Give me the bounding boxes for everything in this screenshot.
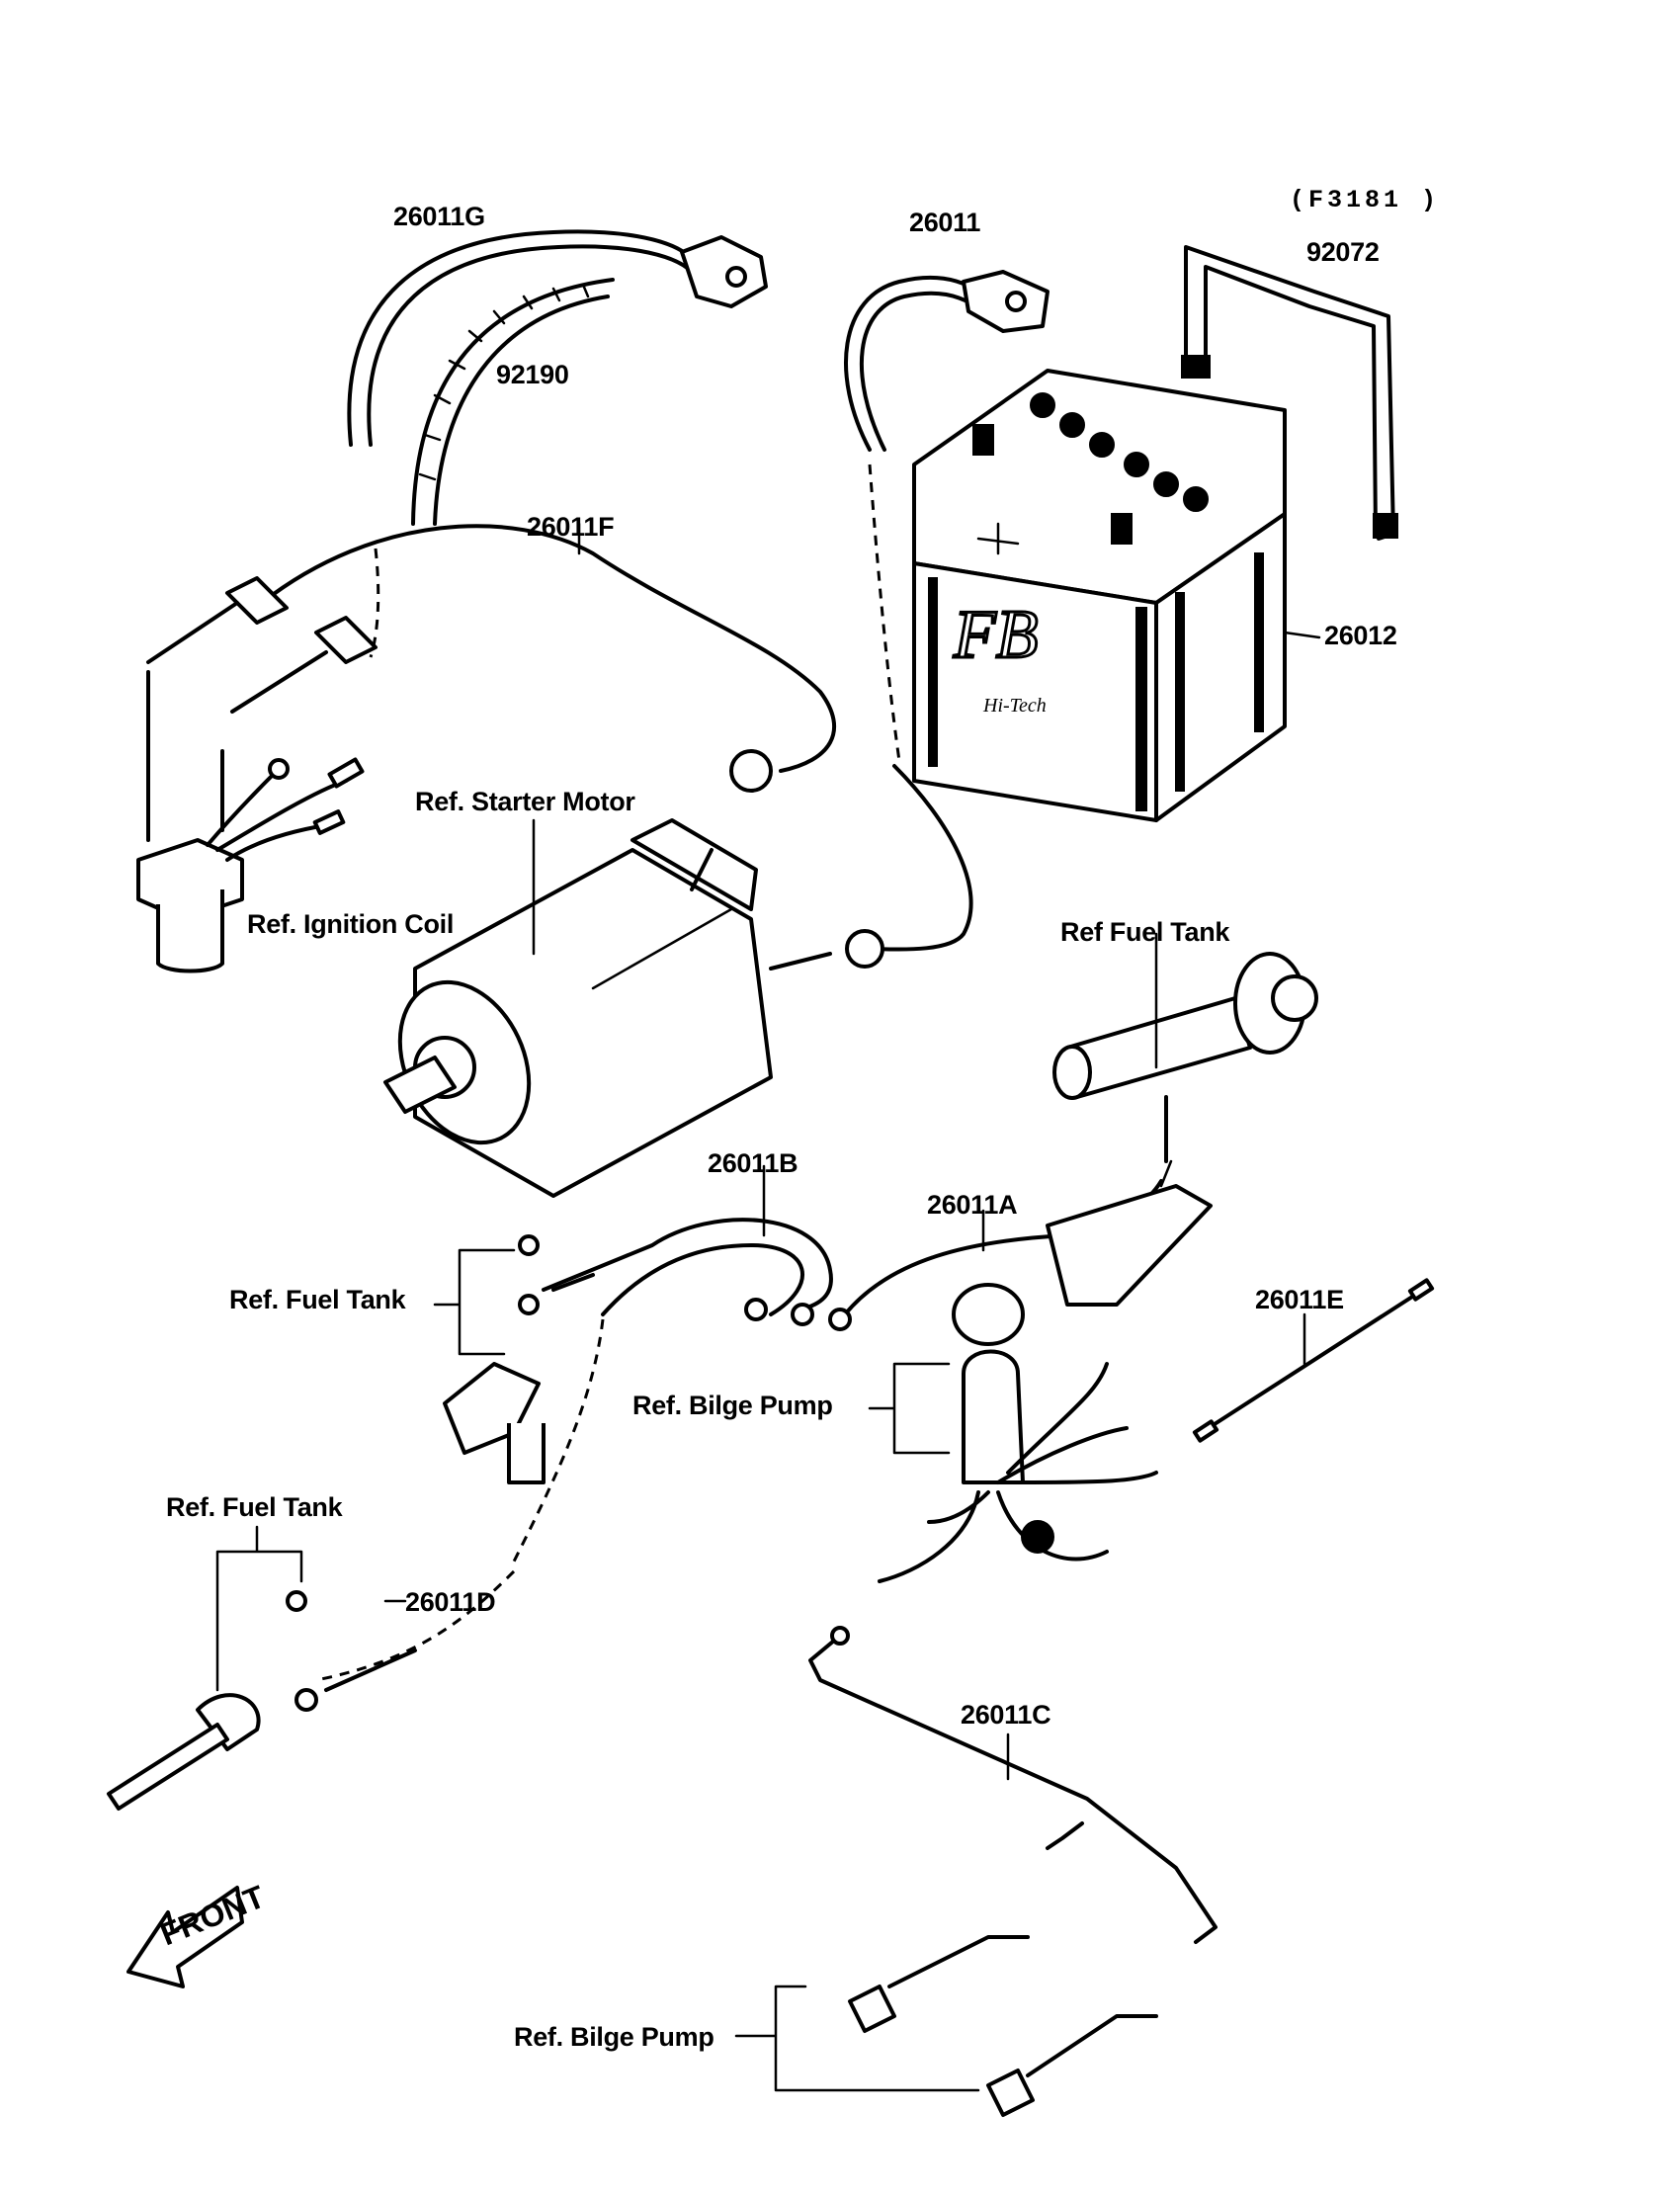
cable-26011c xyxy=(734,1626,1218,2117)
starter-motor xyxy=(383,818,832,1198)
battery-cell-caps xyxy=(1030,392,1209,512)
cable-26011 xyxy=(844,270,1050,969)
cable-26011g xyxy=(347,229,768,447)
cable-26011b xyxy=(512,1164,833,1563)
cable-26011d xyxy=(294,1569,516,1712)
front-arrow-icon xyxy=(126,1886,244,1988)
ref-ignition-coil-label: Ref. Ignition Coil xyxy=(247,909,455,939)
part-26011b-label: 26011B xyxy=(708,1148,798,1178)
part-92072-label: 92072 xyxy=(1306,237,1380,267)
ref-bilge-pump-mid-label: Ref. Bilge Pump xyxy=(632,1391,833,1420)
ref-fuel-tank-left-label: Ref. Fuel Tank xyxy=(166,1492,343,1522)
ignition-coil xyxy=(136,670,365,973)
fuel-valve-left xyxy=(107,1525,307,1811)
part-26012-label: 26012 xyxy=(1324,621,1397,650)
catalog-code: (F3181 ) xyxy=(1290,186,1441,214)
part-26011g-label: 26011G xyxy=(393,202,485,231)
part-26011d-label: 26011D xyxy=(405,1587,496,1617)
cable-26011f xyxy=(146,522,837,793)
battery-brand: Hi-Tech xyxy=(982,695,1047,717)
ref-fuel-tank-top-label: Ref Fuel Tank xyxy=(1060,917,1230,947)
part-26011e-label: 26011E xyxy=(1255,1285,1344,1314)
fuel-tank-fitting xyxy=(1052,932,1318,1188)
battery-26012: FB Hi-Tech xyxy=(912,369,1321,822)
fuel-valve-mid xyxy=(433,1234,595,1484)
part-26011c-label: 26011C xyxy=(961,1700,1051,1730)
strap-92072 xyxy=(1181,245,1398,541)
part-26011a-label: 26011A xyxy=(927,1190,1018,1220)
part-26011f-label: 26011F xyxy=(527,512,615,542)
ref-bilge-pump-bottom-label: Ref. Bilge Pump xyxy=(514,2022,714,2052)
cable-26011e xyxy=(1192,1278,1435,1443)
bilge-pump-assembly xyxy=(868,1184,1213,1583)
part-26011-label: 26011 xyxy=(909,208,981,237)
grommet-92190 xyxy=(411,278,615,526)
ref-starter-motor-label: Ref. Starter Motor xyxy=(415,787,635,816)
ref-fuel-tank-mid-label: Ref. Fuel Tank xyxy=(229,1285,406,1314)
part-92190-label: 92190 xyxy=(496,360,569,389)
battery-logo: FB xyxy=(953,597,1039,673)
